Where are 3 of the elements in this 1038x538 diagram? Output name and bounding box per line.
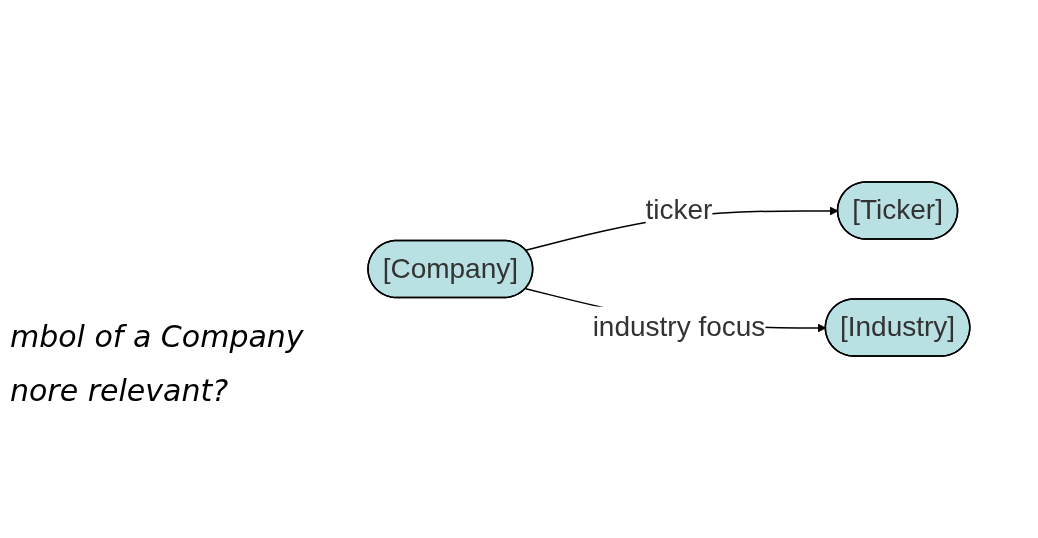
note-text: mbol of a Company nore relevant? [10,318,305,410]
edge-label: ticker [645,194,713,226]
edge-label: industry focus [592,311,766,343]
